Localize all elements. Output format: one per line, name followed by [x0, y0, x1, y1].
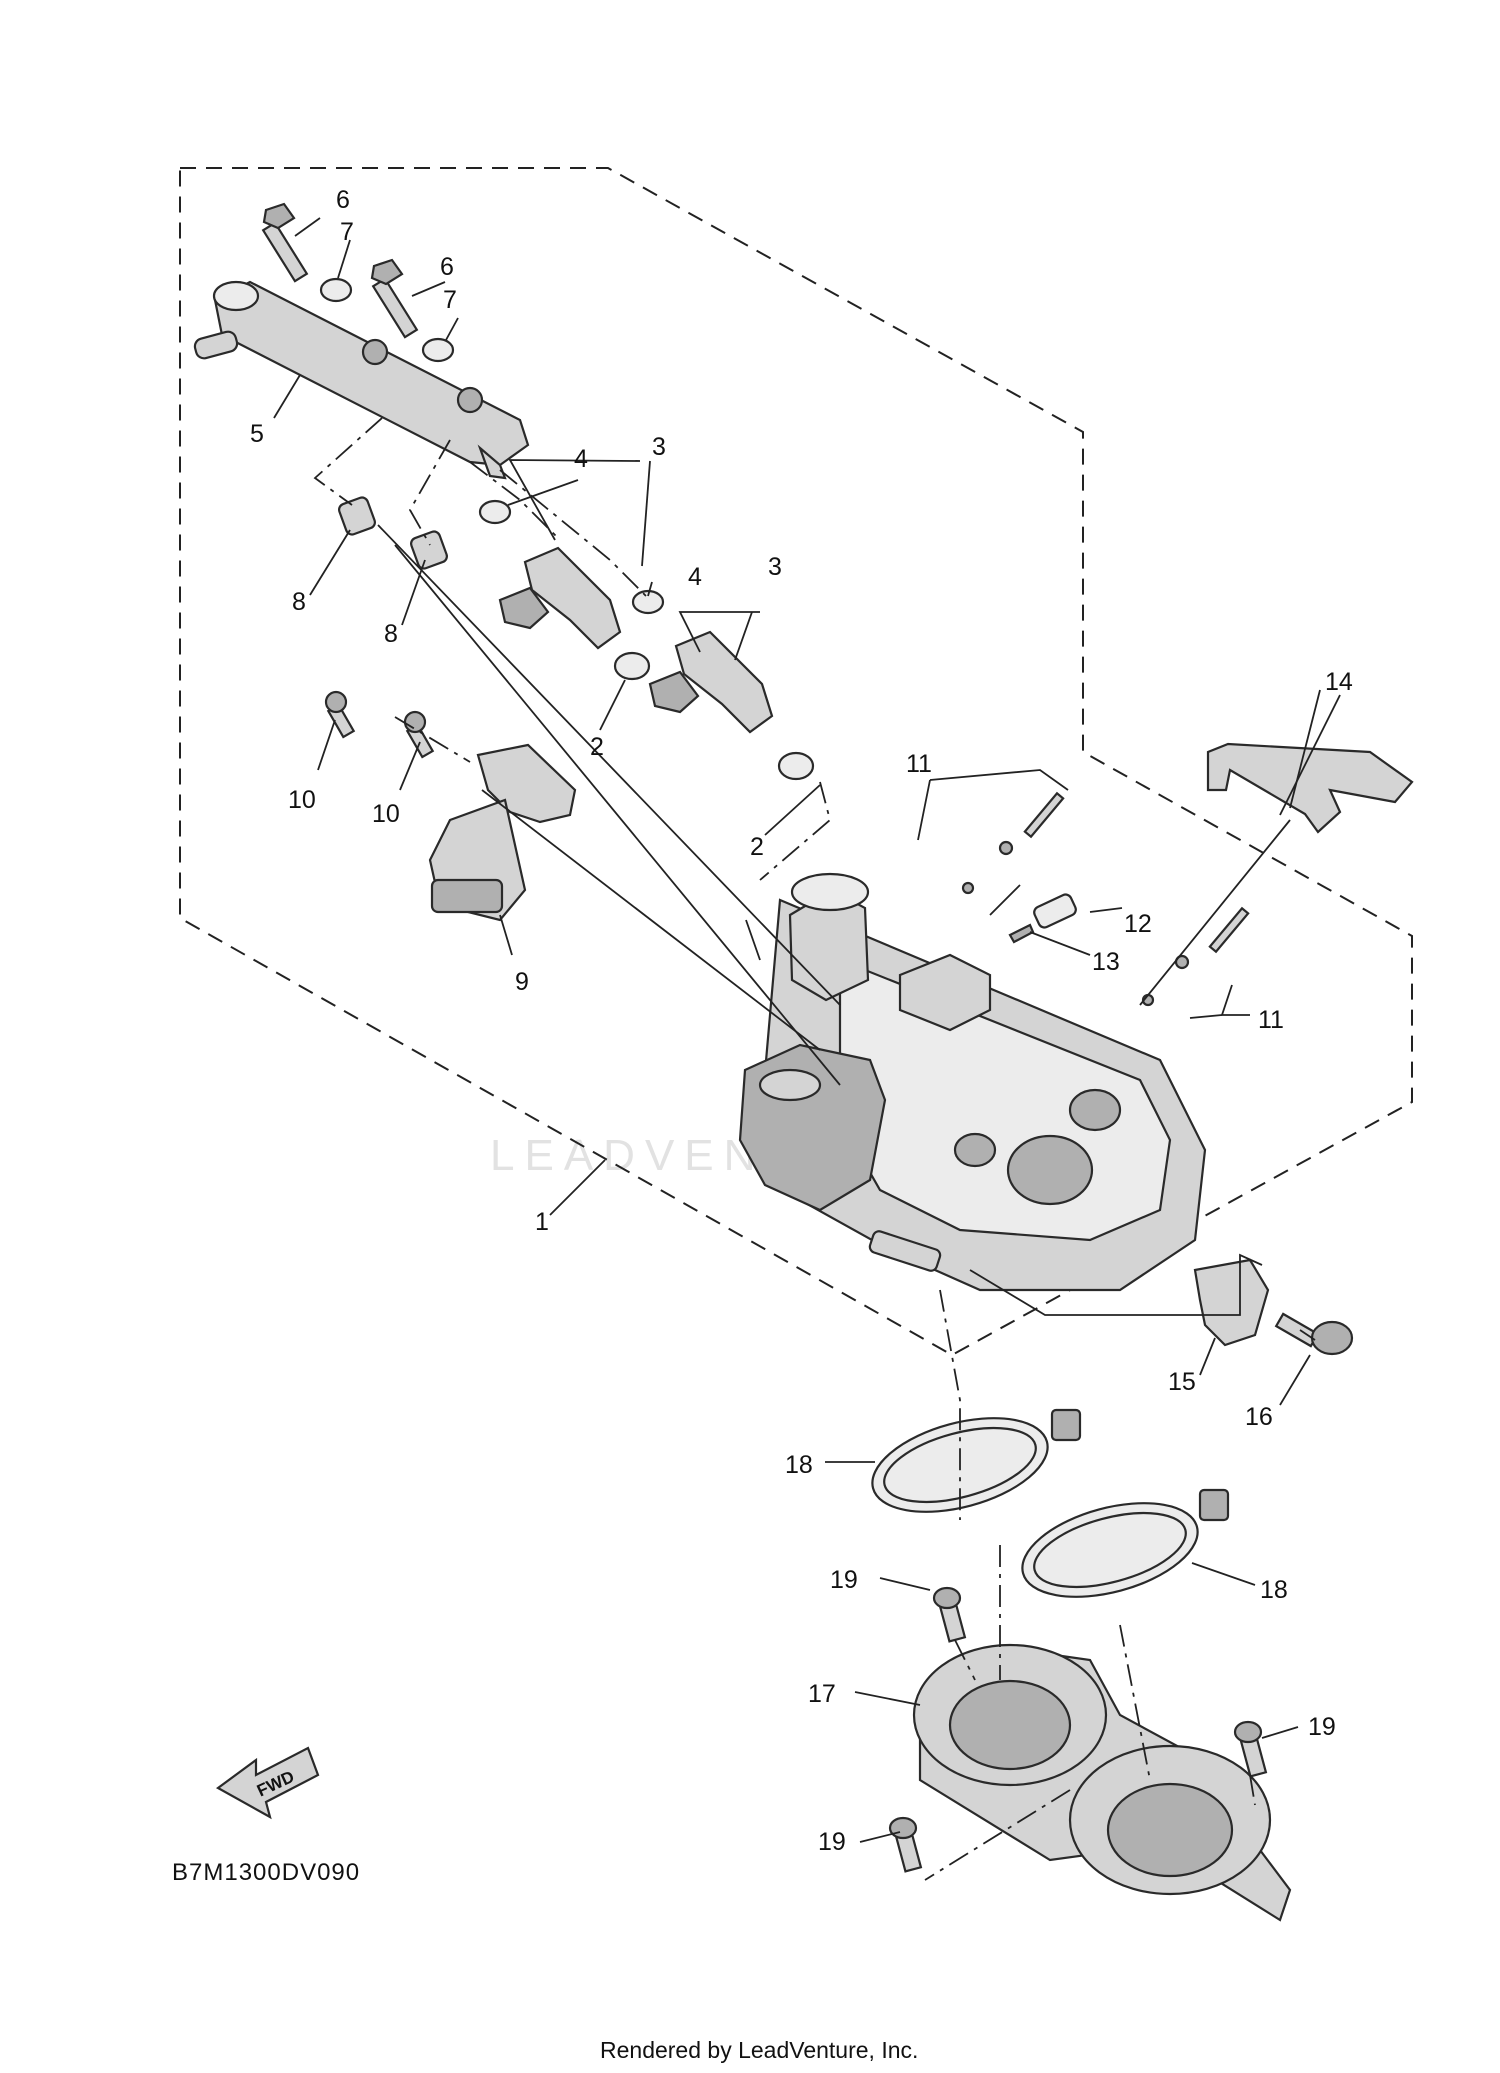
bolt-6-lower[interactable] — [370, 258, 419, 339]
seal-2-lower[interactable] — [777, 751, 815, 781]
callout-7-lower: 7 — [443, 286, 457, 314]
callout-7-upper: 7 — [340, 218, 354, 246]
cap-12[interactable] — [1032, 893, 1078, 930]
callout-17: 17 — [808, 1680, 836, 1708]
screw-11-lower[interactable] — [1141, 906, 1250, 1007]
o-ring-4-upper[interactable] — [478, 499, 512, 525]
callout-2-upper: 2 — [590, 733, 604, 761]
callout-19-upper: 19 — [830, 1566, 858, 1594]
screw-10-right[interactable] — [403, 710, 435, 759]
o-ring-4-lower[interactable] — [631, 589, 665, 615]
diagram-code: B7M1300DV090 — [172, 1859, 360, 1886]
fwd-arrow-icon: FWD — [215, 1746, 320, 1820]
callout-12: 12 — [1124, 910, 1152, 938]
throttle-body-assembly[interactable] — [738, 872, 1207, 1292]
callout-10-left: 10 — [288, 786, 316, 814]
callout-5: 5 — [250, 420, 264, 448]
callout-9: 9 — [515, 968, 529, 996]
throttle-sensor[interactable] — [428, 743, 577, 922]
callout-4-lower: 4 — [688, 563, 702, 591]
callouts: 1 2 2 3 3 4 4 5 6 6 7 7 8 8 9 10 10 11 1… — [250, 186, 1353, 1856]
bolt-19-right[interactable] — [1233, 1720, 1268, 1778]
screw-10-left[interactable] — [324, 690, 356, 739]
callout-11-lower: 11 — [1258, 1006, 1284, 1034]
collar-7-right[interactable] — [421, 337, 455, 363]
hose-clamp-18-upper[interactable] — [862, 1401, 1082, 1529]
hose-clamp-18-lower[interactable] — [1012, 1486, 1230, 1614]
callout-3-upper: 3 — [652, 433, 666, 461]
callout-18-lower: 18 — [1260, 1576, 1288, 1604]
callout-6-lower: 6 — [440, 253, 454, 281]
fuel-injector-upper[interactable] — [498, 546, 622, 650]
callout-8-right: 8 — [384, 620, 398, 648]
callout-19-lower: 19 — [818, 1828, 846, 1856]
bolt-6-upper[interactable] — [261, 202, 309, 283]
callout-11-upper: 11 — [906, 750, 932, 778]
fuel-delivery-pipe[interactable] — [193, 280, 530, 480]
callout-16: 16 — [1245, 1403, 1273, 1431]
callout-8-left: 8 — [292, 588, 306, 616]
clip-13[interactable] — [1008, 923, 1035, 944]
callout-1: 1 — [535, 1208, 549, 1236]
callout-13: 13 — [1092, 948, 1120, 976]
hose-14[interactable] — [1206, 742, 1414, 834]
collar-7-left[interactable] — [319, 277, 353, 303]
bracket-15[interactable] — [1193, 1258, 1270, 1347]
screw-11-upper[interactable] — [961, 791, 1065, 895]
intake-joint-17[interactable] — [912, 1643, 1292, 1922]
assembly-boundary — [179, 167, 1413, 1357]
seal-2-upper[interactable] — [613, 651, 651, 681]
callout-leaders — [273, 217, 1341, 1843]
bolt-19-upper[interactable] — [932, 1586, 967, 1643]
callout-18-upper: 18 — [785, 1451, 813, 1479]
assembly-lines — [313, 417, 1316, 1881]
callout-4-upper: 4 — [574, 445, 588, 473]
callout-15: 15 — [1168, 1368, 1196, 1396]
callout-3-lower: 3 — [768, 553, 782, 581]
fuel-injector-lower[interactable] — [648, 630, 774, 734]
bolt-19-lower[interactable] — [888, 1816, 923, 1873]
callout-6-upper: 6 — [336, 186, 350, 214]
callout-19-right: 19 — [1308, 1713, 1336, 1741]
damper-8-left[interactable] — [337, 496, 376, 536]
footer-credit: Rendered by LeadVenture, Inc. — [600, 2037, 918, 2063]
bolt-16[interactable] — [1274, 1312, 1354, 1356]
callout-10-right: 10 — [372, 800, 400, 828]
callout-14: 14 — [1325, 668, 1353, 696]
callout-2-lower: 2 — [750, 833, 764, 861]
